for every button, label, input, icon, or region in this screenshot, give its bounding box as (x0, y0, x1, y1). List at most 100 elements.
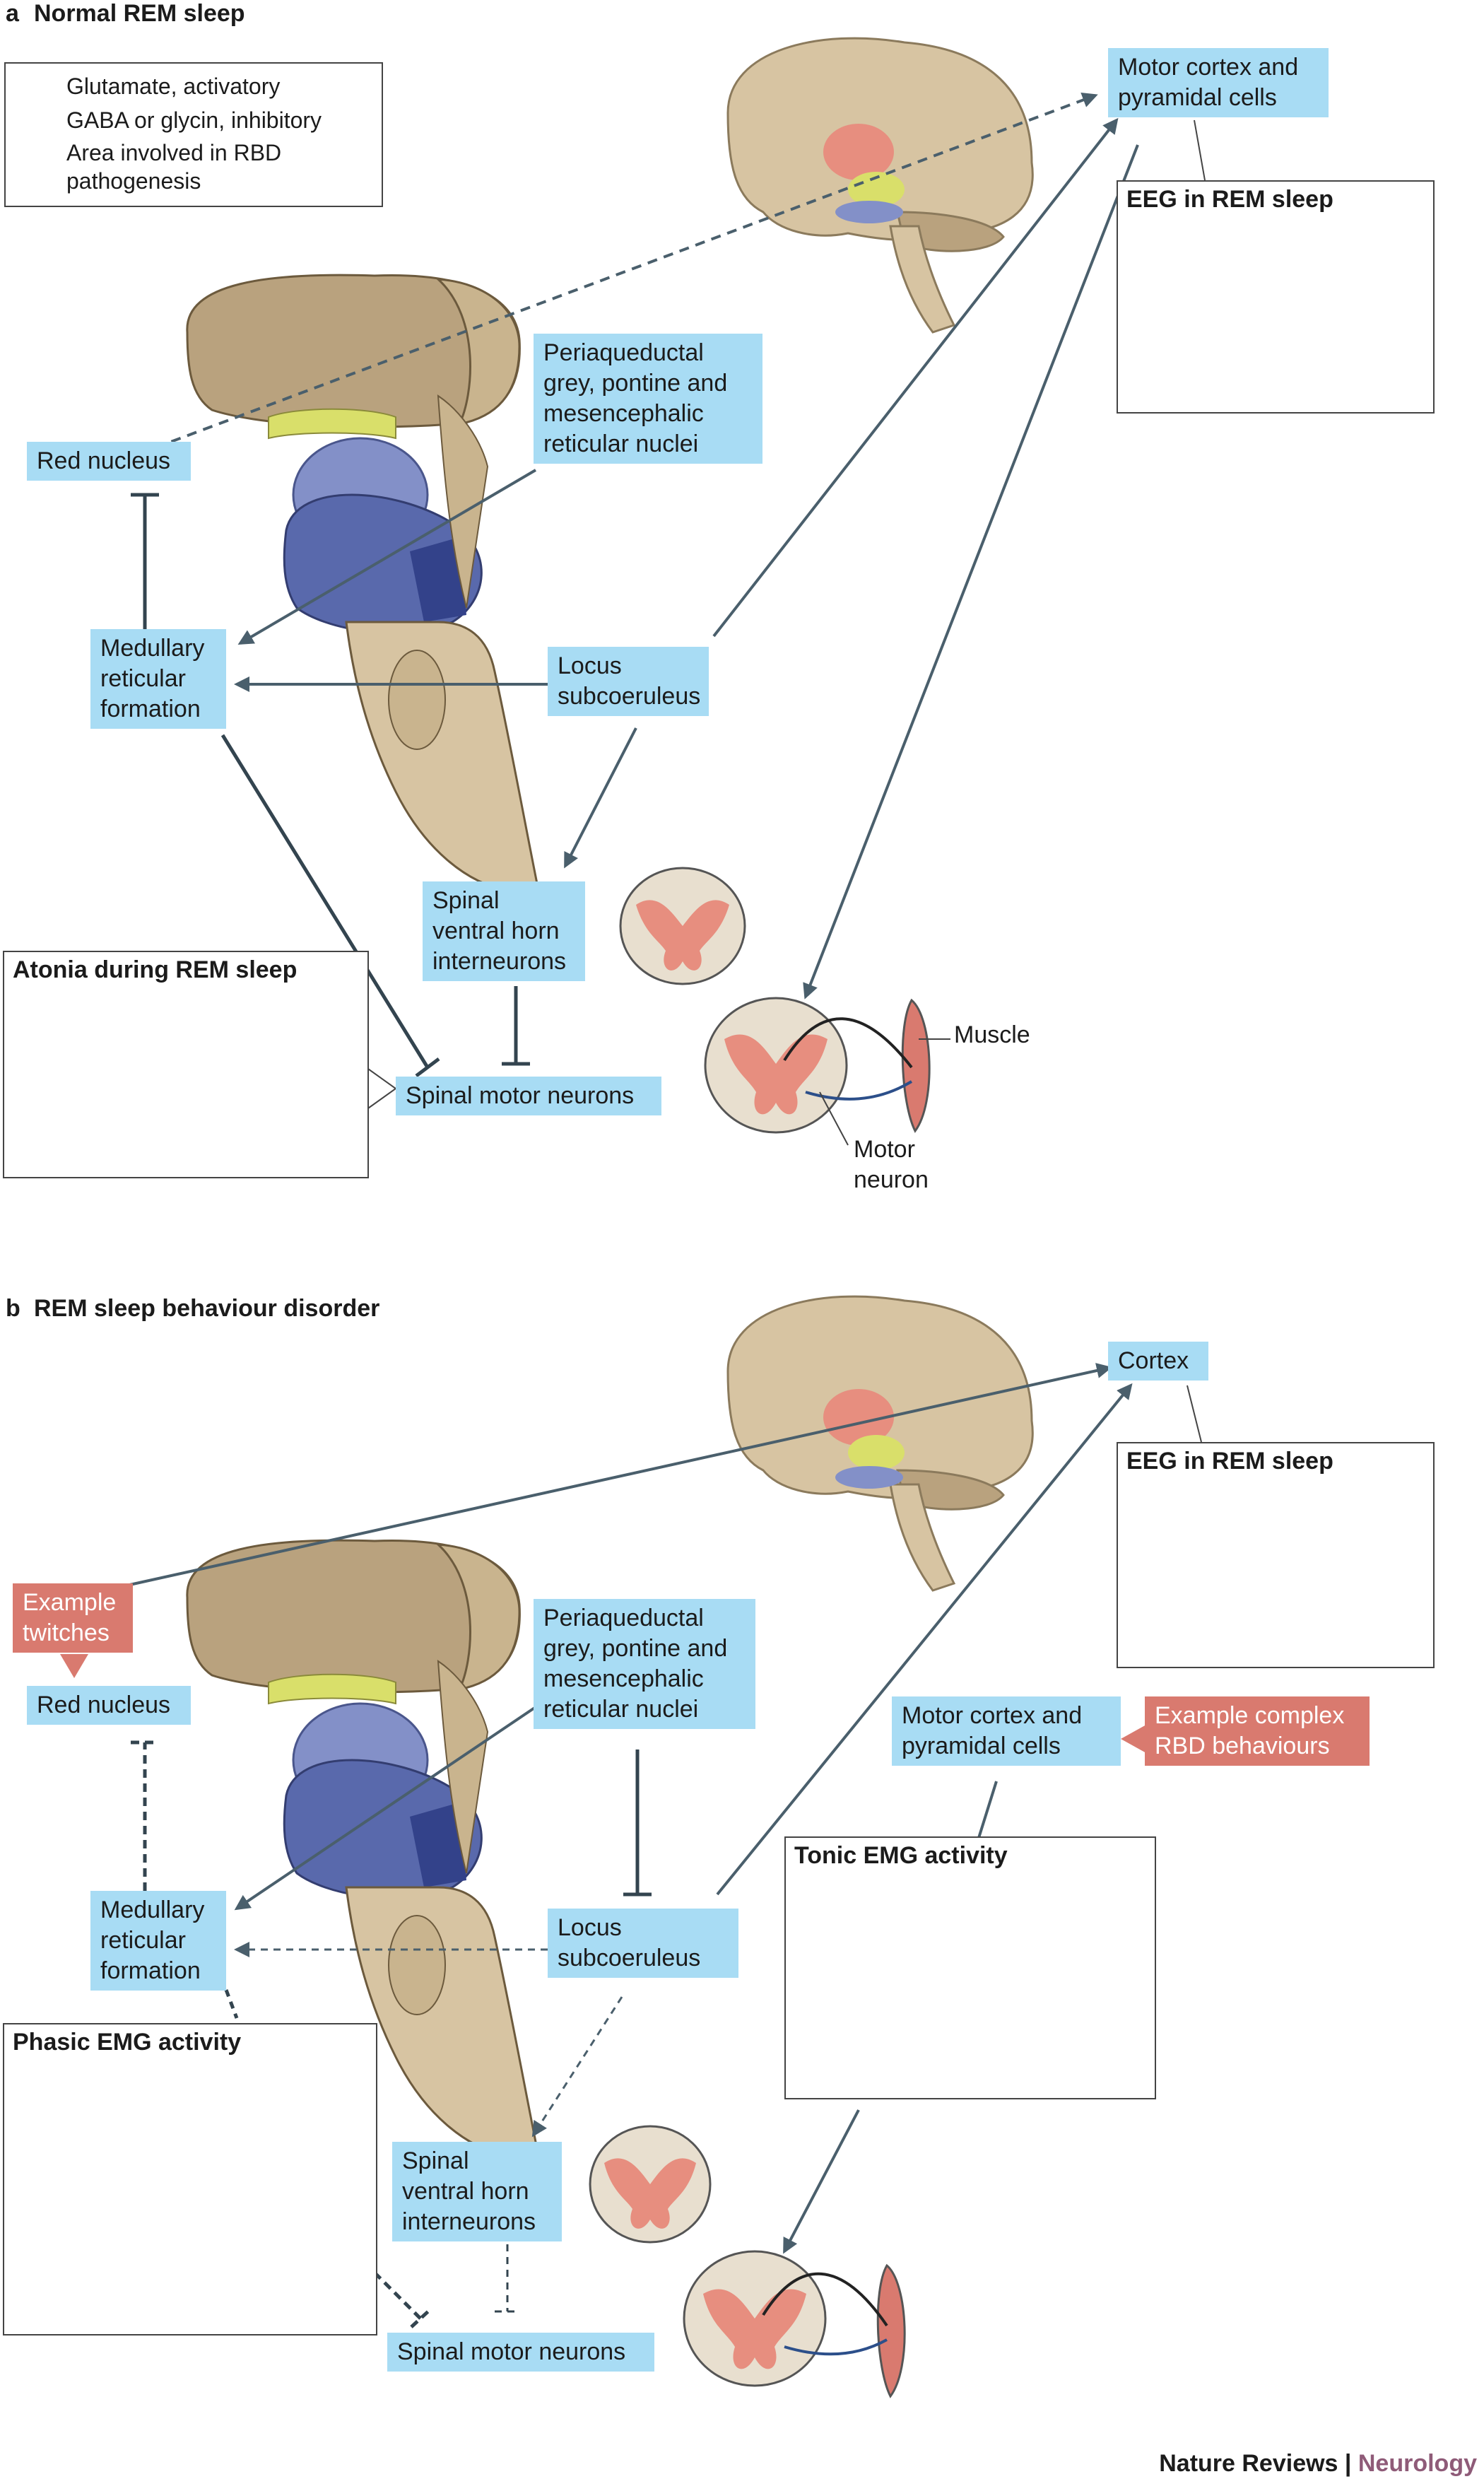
motor-neuron-line2: neuron (854, 1166, 929, 1193)
spinal-cord-section-icon-a2 (704, 997, 848, 1134)
spinal-cord-section-icon-b2 (683, 2250, 827, 2387)
legend: Glutamate, activatory GABA or glycin, in… (4, 62, 383, 207)
legend-area-line1: Area involved in RBD (66, 140, 282, 165)
inhibit-medullary-to-red (131, 493, 159, 629)
motor-neuron-line1: Motor (854, 1136, 915, 1163)
connector-motor-cortex-tonic (977, 1781, 998, 1839)
spinal-inter-box-a: Spinal ventral horn interneurons (423, 881, 585, 981)
pag-box-a: Periaqueductal grey, pontine and mesence… (534, 334, 762, 464)
tonic-emg-box: Tonic EMG activity (784, 1836, 1156, 2099)
motor-cortex-box-b: Motor cortex and pyramidal cells (892, 1696, 1121, 1766)
locus-a-line1: Locus (558, 652, 622, 679)
arrow-pag-to-medullary (237, 469, 537, 645)
arrow-red-to-motor-cortex (123, 93, 1098, 461)
medullary-b-line2: reticular (100, 1927, 186, 1954)
connector-atonia (365, 1067, 397, 1110)
red-nucleus-box-b: Red nucleus (27, 1686, 191, 1725)
medullary-a-line2: reticular (100, 665, 186, 692)
spinal-inter-b-line1: Spinal (402, 2147, 469, 2174)
cortex-box-b: Cortex (1108, 1342, 1208, 1381)
pag-a-line4: reticular nuclei (543, 430, 699, 457)
eeg-box-a: EEG in REM sleep (1117, 180, 1435, 414)
motor-neuron-label: Motor neuron (854, 1135, 929, 1195)
brainstem-icon-b (186, 1539, 538, 2157)
example-complex-line2: RBD behaviours (1155, 1733, 1330, 1759)
arrow-twitches-to-cortex (119, 1363, 1112, 1588)
legend-glutamate: Glutamate, activatory (66, 74, 281, 99)
inhibit-pag-to-locus (623, 1749, 652, 1897)
pag-b-line2: grey, pontine and (543, 1635, 728, 1662)
credit-separator: | (1338, 2450, 1358, 2477)
credit-journal: Nature Reviews (1159, 2450, 1338, 2477)
connector-motor-neuron (819, 1091, 849, 1146)
panel-a-title: Normal REM sleep (34, 0, 245, 27)
red-nucleus-box-a: Red nucleus (27, 442, 191, 481)
spinal-inter-a-line3: interneurons (432, 948, 567, 975)
pag-a-line2: grey, pontine and (543, 370, 728, 397)
example-twitches-box: Example twitches (13, 1583, 133, 1653)
arrow-locus-to-spinal-inter-b (531, 1996, 623, 2138)
muscle-icon-b (762, 2263, 906, 2398)
spinal-motor-box-a: Spinal motor neurons (396, 1077, 661, 1115)
connector-medullary-phasic (224, 1989, 239, 2019)
pag-box-b: Periaqueductal grey, pontine and mesence… (534, 1599, 755, 1729)
muscle-icon-a (783, 998, 931, 1133)
locus-b-line1: Locus (558, 1914, 622, 1941)
legend-area-line2: pathogenesis (66, 168, 201, 194)
phasic-emg-box: Phasic EMG activity (3, 2023, 377, 2335)
medullary-b-line3: formation (100, 1957, 201, 1984)
pag-a-line3: mesencephalic (543, 400, 704, 427)
cortex-b: Cortex (1118, 1347, 1189, 1374)
arrow-cortex-to-spinal (803, 144, 1139, 1000)
motor-cortex-b-line2: pyramidal cells (902, 1733, 1061, 1759)
atonia-title: Atonia during REM sleep (13, 956, 298, 983)
pag-b-line4: reticular nuclei (543, 1696, 699, 1723)
example-twitches-line1: Example (23, 1589, 117, 1616)
arrow-locus-to-spinal-inter (564, 727, 637, 869)
connector-eeg-a (1194, 119, 1206, 181)
arrow-pag-to-medullary-b (234, 1706, 537, 1911)
medullary-b-line1: Medullary (100, 1897, 205, 1923)
spinal-motor-box-b: Spinal motor neurons (387, 2333, 654, 2372)
inhibit-medullary-to-motor (220, 734, 440, 1077)
motor-cortex-a-line2: pyramidal cells (1118, 84, 1277, 111)
credit-subject: Neurology (1358, 2450, 1477, 2477)
connector-eeg-b (1186, 1385, 1202, 1443)
arrow-tonic-to-spinal (783, 2109, 860, 2254)
pag-b-line3: mesencephalic (543, 1665, 704, 1692)
spinal-inter-b-line3: interneurons (402, 2208, 536, 2235)
motor-cortex-a-line1: Motor cortex and (1118, 54, 1299, 81)
brainstem-icon-a (186, 274, 538, 892)
spinal-inter-a-line2: ventral horn (432, 918, 560, 944)
eeg-title-a: EEG in REM sleep (1126, 186, 1333, 213)
tonic-title: Tonic EMG activity (794, 1842, 1008, 1869)
arrow-locus-to-motor-cortex (712, 117, 1119, 638)
locus-a-line2: subcoeruleus (558, 683, 701, 710)
panel-a-letter: a (6, 0, 19, 27)
locus-b-line2: subcoeruleus (558, 1945, 701, 1971)
panel-b-letter: b (6, 1295, 20, 1322)
inhibit-spinal-inter-to-motor (502, 986, 530, 1066)
locus-box-b: Locus subcoeruleus (548, 1909, 738, 1978)
spinal-inter-a-line1: Spinal (432, 887, 500, 914)
inhibit-phasic-to-motor-b (373, 2271, 431, 2328)
spinal-motor-b: Spinal motor neurons (397, 2338, 626, 2365)
eeg-title-b: EEG in REM sleep (1126, 1448, 1333, 1475)
inhibit-medullary-to-red-dashed (131, 1740, 159, 1891)
example-complex-box: Example complex RBD behaviours (1145, 1696, 1370, 1766)
complex-pointer-icon (1121, 1725, 1146, 1753)
medullary-box-b: Medullary reticular formation (90, 1891, 226, 1991)
medullary-a-line3: formation (100, 696, 201, 722)
red-nucleus-a: Red nucleus (37, 447, 171, 474)
spinal-inter-b-line2: ventral horn (402, 2178, 529, 2205)
red-nucleus-b: Red nucleus (37, 1692, 171, 1718)
spinal-inter-box-b: Spinal ventral horn interneurons (392, 2142, 562, 2241)
locus-box-a: Locus subcoeruleus (548, 647, 709, 716)
inhibit-spinal-inter-to-motor-b (495, 2244, 520, 2313)
motor-cortex-b-line1: Motor cortex and (902, 1702, 1083, 1729)
example-complex-line1: Example complex (1155, 1702, 1345, 1729)
legend-gaba: GABA or glycin, inhibitory (66, 107, 322, 133)
eeg-box-b: EEG in REM sleep (1117, 1442, 1435, 1668)
panel-b-title: REM sleep behaviour disorder (34, 1295, 380, 1322)
atonia-box: Atonia during REM sleep (3, 951, 369, 1178)
